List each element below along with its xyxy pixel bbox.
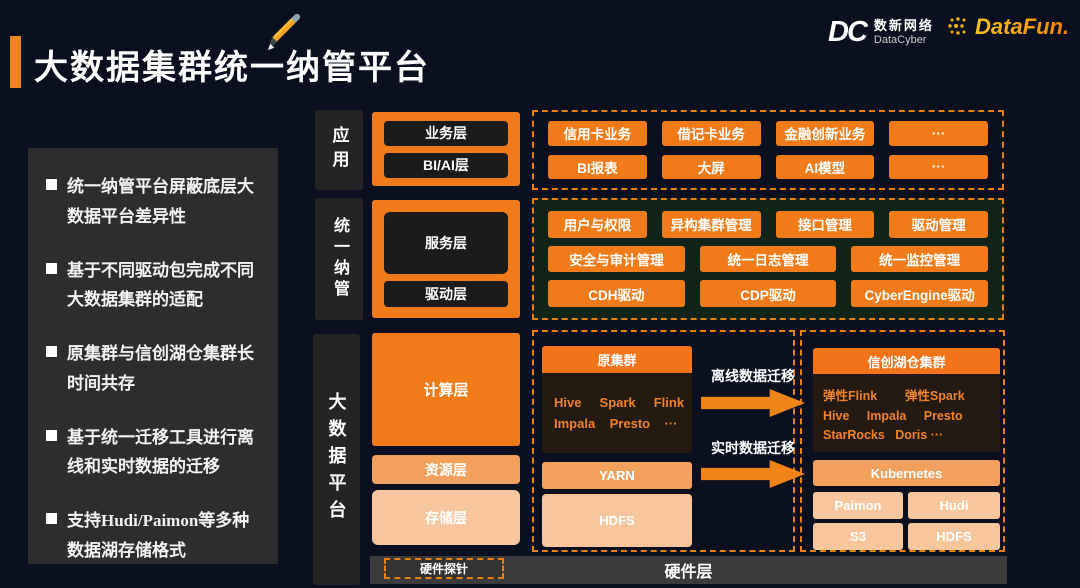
hudi-box: Hudi [908,492,1000,519]
datacyber-name-cn: 数新网络 [873,17,934,33]
key-points-panel: 统一纳管平台屏蔽底层大数据平台差异性 基于不同驱动包完成不同大数据集群的适配 原… [28,148,278,564]
bullet-square-icon [46,346,57,357]
list-item: 基于统一迁移工具进行离线和实时数据的迁移 [46,423,260,483]
datacyber-logo-mark: DC [828,16,868,48]
bullet-text: 原集群与信创湖仓集群长时间共存 [67,344,254,393]
bullet-text: 统一纳管平台屏蔽底层大数据平台差异性 [67,177,254,226]
business-layer-box: 业务层 [384,120,508,146]
row-label-unified-management: 统一纳管 [315,198,363,320]
s3-box: S3 [813,523,903,550]
bullet-text: 支持Hudi/Paimon等多种数据湖存储格式 [67,511,250,560]
more-business-box: ··· [889,121,988,146]
realtime-migration-label: 实时数据迁移 [711,440,795,456]
paimon-box: Paimon [813,492,903,519]
storage-layer-box: 存储层 [372,490,520,545]
target-engines-line: StarRocks Doris ··· [823,427,944,442]
source-engines-line: Impala Presto ··· [554,416,678,431]
datacyber-name-en: DataCyber [873,33,927,46]
pencil-icon [258,8,306,56]
source-cluster-engines: Hive Spark Flink Impala Presto ··· [542,373,692,453]
source-hdfs-box: HDFS [542,494,692,547]
more-apps-box: ··· [889,154,988,179]
ai-model-box: AI模型 [775,154,875,179]
big-screen-box: 大屏 [661,154,761,179]
application-layers-container: 业务层 BI/AI层 [372,112,520,186]
cdp-driver-box: CDP驱动 [699,280,837,308]
driver-mgmt-box: 驱动管理 [889,211,988,238]
bi-ai-layer-box: BI/AI层 [384,152,508,178]
target-engines-line: 弹性Flink 弹性Spark [823,388,965,403]
unified-log-mgmt-box: 统一日志管理 [699,245,837,273]
driver-layer-box: 驱动层 [384,280,508,307]
list-item: 原集群与信创湖仓集群长时间共存 [46,339,260,399]
row-label-bigdata-platform: 大数据平台 [313,334,360,585]
datafun-dots-icon [948,17,966,35]
bullet-text: 基于统一迁移工具进行离线和实时数据的迁移 [67,427,254,477]
bullet-square-icon [46,262,57,274]
bullet-square-icon [46,513,57,524]
page-title: 大数据集群统一纳管平台 [34,50,430,87]
target-cluster-title: 信创湖仓集群 [813,348,1000,374]
datafun-logo: DataFun. [946,14,1069,40]
unified-layers-container: 服务层 驱动层 [372,200,520,318]
source-cluster-section: 原集群 Hive Spark Flink Impala Presto ··· Y… [532,330,795,552]
service-layer-box: 服务层 [384,211,508,274]
source-cluster-title: 原集群 [542,346,692,373]
bullet-square-icon [46,429,57,441]
application-section: 信用卡业务 借记卡业务 金融创新业务 ··· BI报表 大屏 AI模型 ··· [532,110,1004,190]
datacyber-logo: DC 数新网络 DataCyber [828,16,934,49]
credit-card-business-box: 信用卡业务 [548,121,647,146]
heterogeneous-cluster-mgmt-box: 异构集群管理 [661,211,761,238]
bullet-text: 基于不同驱动包完成不同大数据集群的适配 [67,260,254,310]
target-cluster-engines: 弹性Flink 弹性Spark Hive Impala Presto StarR… [813,374,1000,452]
debit-card-business-box: 借记卡业务 [661,121,761,146]
cyberengine-driver-box: CyberEngine驱动 [851,280,988,308]
interface-mgmt-box: 接口管理 [775,211,875,238]
datafun-logo-text: DataFun. [975,14,1070,39]
security-audit-mgmt-box: 安全与审计管理 [548,245,685,273]
row-label-application: 应用 [315,110,363,190]
user-permission-box: 用户与权限 [548,211,647,238]
source-engines-line: Hive Spark Flink [554,395,685,410]
list-item: 支持Hudi/Paimon等多种数据湖存储格式 [46,506,260,566]
bi-report-box: BI报表 [548,154,647,179]
target-engines-line: Hive Impala Presto [823,408,963,423]
hardware-probe-box: 硬件探针 [384,558,504,579]
bullet-square-icon [46,179,57,190]
compute-layer-box: 计算层 [372,333,520,446]
kubernetes-box: Kubernetes [813,460,1000,486]
financial-innovation-business-box: 金融创新业务 [775,121,875,146]
unified-management-section: 用户与权限 异构集群管理 接口管理 驱动管理 安全与审计管理 统一日志管理 统一… [532,198,1004,320]
list-item: 基于不同驱动包完成不同大数据集群的适配 [46,256,260,316]
title-accent-bar [10,36,21,88]
target-hdfs-box: HDFS [908,523,1000,550]
yarn-box: YARN [542,462,692,489]
unified-monitor-mgmt-box: 统一监控管理 [851,245,988,273]
cdh-driver-box: CDH驱动 [548,280,685,308]
list-item: 统一纳管平台屏蔽底层大数据平台差异性 [46,172,260,232]
resource-layer-box: 资源层 [372,455,520,484]
offline-migration-label: 离线数据迁移 [711,368,795,384]
target-cluster-section: 信创湖仓集群 弹性Flink 弹性Spark Hive Impala Prest… [800,330,1005,552]
